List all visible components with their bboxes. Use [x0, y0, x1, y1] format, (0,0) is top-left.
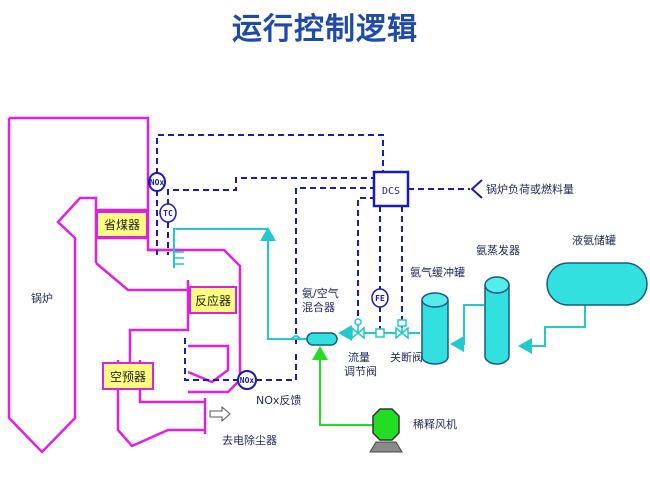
- to-esp-label: 去电除尘器: [222, 433, 277, 447]
- air-preheater: 空预器: [102, 362, 154, 390]
- ammonia-buffer-tank: [421, 292, 449, 365]
- buffer-tank-label: 氨气缓冲罐: [410, 265, 465, 279]
- flow-meter-element: [375, 328, 385, 338]
- svg-text:NOx: NOx: [150, 178, 165, 187]
- svg-text:FE: FE: [375, 294, 385, 303]
- temperature-sensor-tc: TC: [159, 203, 177, 223]
- boiler-outline: [7, 116, 242, 454]
- mixer-label-line1: 氨/空气: [302, 286, 339, 300]
- nox-analyzer-bottom: NOx: [237, 370, 257, 390]
- page-title: 运行控制逻辑: [232, 12, 418, 47]
- injection-grid: [174, 251, 184, 265]
- air-preheater-label: 空预器: [110, 370, 146, 384]
- boiler-label: 锅炉: [31, 292, 53, 305]
- evaporator-label: 氨蒸发器: [476, 243, 520, 257]
- economizer-label: 省煤器: [104, 218, 140, 232]
- nox-analyzer-top: NOx: [148, 172, 166, 192]
- shutoff-valve[interactable]: [395, 319, 409, 340]
- flow-control-valve[interactable]: [351, 318, 365, 340]
- liquid-ammonia-storage-tank: [546, 262, 648, 306]
- ammonia-evaporator: [484, 276, 510, 365]
- reactor: 反应器: [189, 286, 237, 314]
- storage-tank-label: 液氨储罐: [572, 233, 616, 247]
- to-esp-arrow-icon: [209, 405, 231, 423]
- flow-element-fe: FE: [371, 288, 389, 308]
- dilution-fan-label: 稀释风机: [413, 417, 457, 431]
- dcs-label: DCS: [382, 186, 400, 197]
- load-input-arrow-icon: [470, 179, 483, 199]
- economizer: 省煤器: [96, 211, 148, 238]
- flow-valve-label-line2: 调节阀: [344, 364, 377, 378]
- mixer-label-line2: 混合器: [302, 300, 335, 314]
- reactor-label: 反应器: [195, 293, 231, 308]
- dcs-box: DCS: [372, 170, 410, 208]
- dilution-air-line: [312, 346, 378, 426]
- flow-valve-label-line1: 流量: [348, 350, 370, 364]
- svg-text:NOx: NOx: [240, 376, 255, 385]
- dilution-fan[interactable]: [369, 408, 403, 453]
- shutoff-valve-label: 关断阀: [390, 350, 423, 364]
- ammonia-air-mixer: [306, 332, 338, 346]
- svg-text:TC: TC: [163, 209, 173, 218]
- load-input-label: 锅炉负荷或燃料量: [486, 182, 574, 196]
- nox-feedback-label: NOx反馈: [256, 394, 301, 407]
- control-signal-lines: [156, 134, 470, 381]
